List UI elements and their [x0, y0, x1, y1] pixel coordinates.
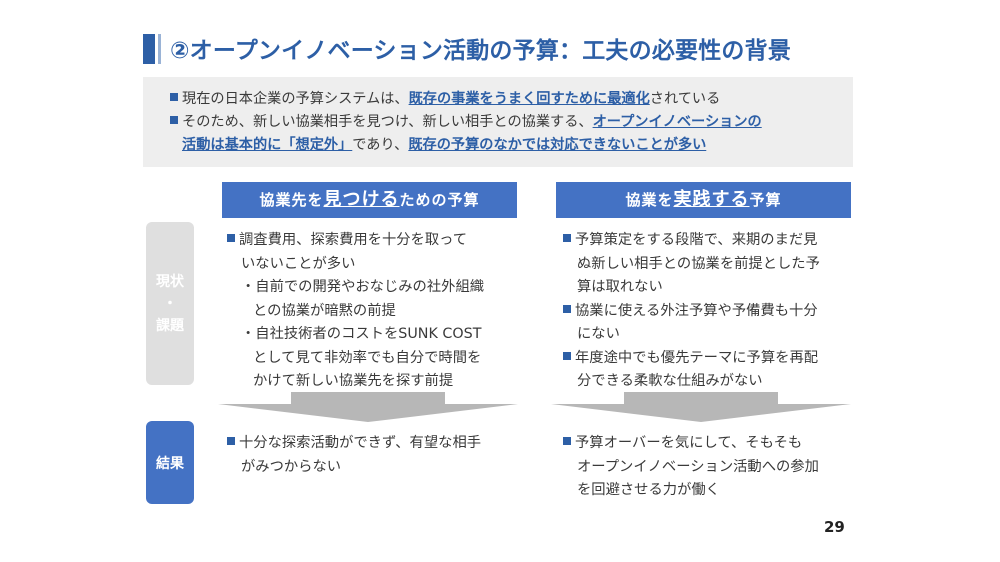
bullet-square-icon — [563, 234, 571, 242]
left-column-header: 協業先を見つけるための予算 — [222, 182, 517, 218]
bullet-square-icon — [563, 304, 571, 313]
bullet-square-icon — [170, 116, 178, 124]
left-down-arrow-icon — [218, 392, 518, 422]
result-side-label: 結果 — [146, 421, 194, 504]
left-issues-text: 調査費用、探索費用を十分を取って いないことが多い ・自前での開発やおなじみの社… — [227, 229, 484, 394]
summary-line-1: 現在の日本企業の予算システムは、既存の事業をうまく回すために最適化されている — [170, 88, 720, 108]
right-issues-text: 予算策定をする段階で、来期のまだ見 ぬ新しい相手との協業を前提とした予 算は取れ… — [563, 229, 820, 394]
right-result-text: 予算オーバーを気にして、そもそも オープンイノベーション活動への参加 を回避させ… — [563, 432, 819, 503]
summary-line-2: そのため、新しい協業相手を見つけ、新しい相手との協業する、オープンイノベーション… — [170, 111, 762, 131]
right-column-header: 協業を実践する予算 — [556, 182, 851, 218]
bullet-square-icon — [563, 437, 571, 445]
right-down-arrow-icon — [551, 392, 851, 422]
bullet-square-icon — [563, 351, 571, 360]
title-accent-bar — [143, 34, 155, 64]
page-title: ②オープンイノベーション活動の予算：工夫の必要性の背景 — [170, 38, 792, 64]
summary-line-3: 活動は基本的に「想定外」であり、既存の予算のなかでは対応できないことが多い — [182, 137, 707, 153]
left-result-text: 十分な探索活動ができず、有望な相手 がみつからない — [227, 432, 481, 479]
bullet-square-icon — [227, 234, 235, 242]
page-number: 29 — [824, 518, 845, 536]
bullet-square-icon — [170, 93, 178, 101]
title-accent-bar-light — [158, 34, 161, 64]
summary-box — [143, 77, 853, 167]
bullet-square-icon — [227, 437, 235, 445]
issues-side-label: 現状 ・ 課題 — [146, 222, 194, 385]
